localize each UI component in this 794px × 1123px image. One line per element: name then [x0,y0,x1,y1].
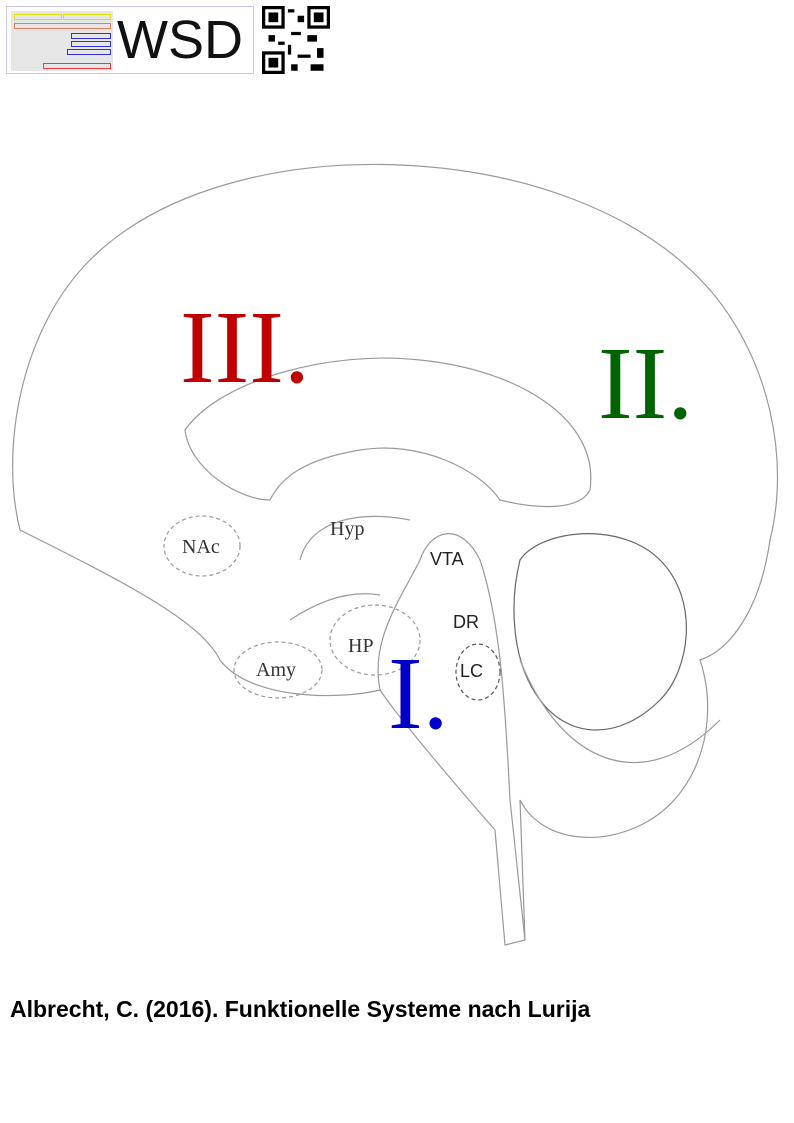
system-label-III: III. [180,290,310,405]
region-label-dr: DR [453,612,479,632]
wsd-logo: WSD [6,6,254,74]
brainstem [377,533,526,941]
lc-outline [455,643,501,701]
form-thumbnail [11,11,113,71]
qr-code [262,6,330,74]
nac-outline [163,515,241,577]
region-label-vta: VTA [430,549,464,569]
figure-caption: Albrecht, C. (2016). Funktionelle System… [10,996,591,1022]
region-label-nac: NAc [182,536,220,558]
brain-sagittal-drawing [12,163,779,946]
region-label-amy: Amy [256,659,296,681]
region-label-hyp: Hyp [330,518,365,540]
system-label-II: II. [598,326,694,441]
logo-text: WSD [117,10,243,70]
region-label-lc: LC [460,661,484,681]
region-label-hp: HP [348,635,374,657]
corpus-callosum [184,357,592,508]
amy-outline [233,641,323,699]
cortex-outline [12,163,779,946]
cerebellum-lower [519,659,721,764]
system-label-I: I. [388,636,449,751]
hp-outline [329,604,421,676]
